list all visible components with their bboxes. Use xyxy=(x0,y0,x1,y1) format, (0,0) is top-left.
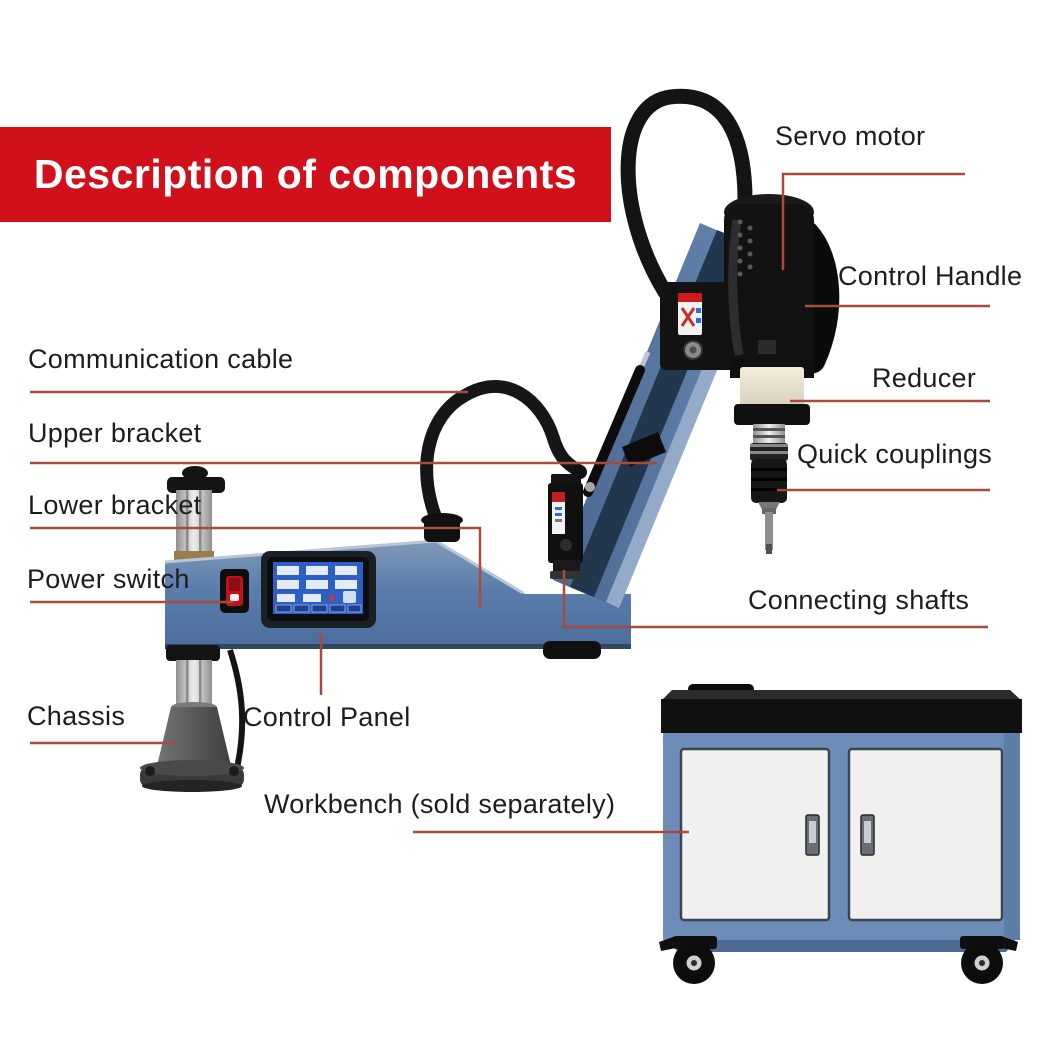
leader-connecting-shafts xyxy=(562,570,988,629)
spindle-foot xyxy=(543,641,601,659)
label-control-handle: Control Handle xyxy=(838,261,1023,291)
upper-bracket-column xyxy=(167,466,225,561)
caster-left xyxy=(659,936,717,984)
label-power-switch: Power switch xyxy=(27,564,190,594)
control-panel-screen[interactable] xyxy=(261,551,376,628)
motor-cylinder xyxy=(724,204,814,368)
label-lower-bracket: Lower bracket xyxy=(28,490,202,520)
label-communication-cable: Communication cable xyxy=(28,344,294,374)
title-banner: Description of components xyxy=(0,127,611,222)
connecting-shaft-unit xyxy=(548,474,583,579)
label-upper-bracket: Upper bracket xyxy=(28,418,202,448)
leader-servo-motor xyxy=(781,172,965,270)
caster-right xyxy=(960,936,1018,984)
page-title: Description of components xyxy=(33,151,578,197)
door-handle-left[interactable] xyxy=(805,814,820,856)
power-cable xyxy=(227,649,246,769)
label-workbench: Workbench (sold separately) xyxy=(264,789,616,819)
label-reducer: Reducer xyxy=(872,363,977,393)
workbench-top xyxy=(661,699,1022,733)
door-handle-right[interactable] xyxy=(860,814,875,856)
power-switch[interactable] xyxy=(220,569,249,613)
workbench-cabinet xyxy=(659,684,1022,984)
label-control-panel: Control Panel xyxy=(243,702,411,732)
leader-lines xyxy=(30,172,990,834)
label-quick-couplings: Quick couplings xyxy=(797,439,993,469)
quick-coupling-chrome xyxy=(753,424,785,444)
strut-bracket xyxy=(622,432,666,467)
chassis-column xyxy=(140,645,246,792)
tapping-machine xyxy=(140,88,840,792)
label-chassis: Chassis xyxy=(27,701,126,731)
reducer xyxy=(740,367,804,407)
workbench-door-right[interactable] xyxy=(847,747,1004,922)
motor-cable-loop xyxy=(620,88,753,300)
reducer-assembly xyxy=(734,367,810,554)
servo-motor-head xyxy=(620,88,840,378)
arm-strut xyxy=(583,365,645,497)
leader-lower-bracket xyxy=(30,526,482,608)
label-servo-motor: Servo motor xyxy=(775,121,926,151)
communication-cable xyxy=(420,380,587,542)
tap-bit xyxy=(765,512,773,550)
chassis-cone xyxy=(156,707,232,770)
label-connecting-shafts: Connecting shafts xyxy=(748,585,970,615)
workbench-door-left[interactable] xyxy=(679,747,831,922)
